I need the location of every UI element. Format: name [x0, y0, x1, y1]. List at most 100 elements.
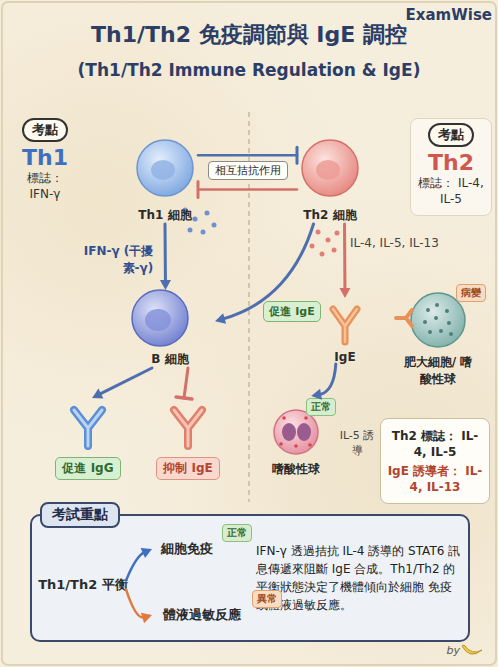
- mast-cell-part-part: [434, 316, 438, 320]
- cytokine-label: IL-4, IL-5, IL-13: [350, 236, 470, 250]
- igg-antibody: [74, 410, 102, 446]
- node-text: 抑制 IgE: [156, 457, 219, 480]
- mast-cell-part-part: [445, 309, 449, 313]
- connector: [215, 224, 314, 324]
- node-text: B 細胞: [151, 351, 188, 368]
- node-text: 促進 IgE: [263, 301, 320, 322]
- th2-cytokine-dots: [310, 230, 340, 257]
- inhibit-bar: [197, 182, 200, 198]
- th1-cell-node: Th1 細胞: [132, 138, 198, 224]
- node-text: Th2: [428, 151, 474, 175]
- th2-cytokine-dots-part: [320, 252, 325, 257]
- cell-immunity-label: 細胞免疫正常: [152, 538, 222, 560]
- eosinophil-cell: [274, 410, 318, 454]
- node-text: Th1/Th2 平衡: [38, 576, 128, 594]
- connector-line: [198, 188, 297, 191]
- connector-line: [198, 154, 297, 157]
- ifn-gamma-dots-part: [188, 228, 193, 233]
- eosinophil-cell-part-part: [279, 442, 283, 446]
- eosinophil-cell-part-part: [308, 443, 312, 447]
- ige-antibody-inhibited-part: [174, 410, 202, 446]
- node-text: 正常: [222, 524, 252, 542]
- eosinophil-cell-part: [274, 410, 318, 454]
- b-cell-part: [145, 309, 171, 331]
- th2-cell: [302, 140, 358, 196]
- subtitle: (Th1/Th2 Immune Regulation & IgE): [0, 60, 498, 80]
- ige-antibody-part: [333, 309, 357, 342]
- node-text: 肥大細胞/ 嗜酸性球: [402, 354, 474, 388]
- node-text: 考試重點: [40, 502, 120, 528]
- connector-line: [126, 552, 145, 580]
- connector-line: [184, 368, 188, 398]
- th1-cell-part: [137, 140, 193, 196]
- connector: [126, 589, 152, 623]
- node-text: IgE: [334, 350, 355, 364]
- node-text: 促進 IgG: [55, 457, 120, 480]
- node-text: 考點: [428, 123, 474, 147]
- th1-cell: [137, 140, 193, 196]
- eosinophil-cell-part-part: [294, 444, 298, 448]
- arrow-head: [339, 288, 350, 298]
- th2-cell-part: [316, 160, 340, 180]
- mast-cell-part-part: [423, 320, 427, 324]
- ifn-gamma-dots-part: [205, 211, 210, 216]
- arrow-head: [141, 548, 152, 558]
- ige-node: IgE: [322, 298, 368, 364]
- connector: [176, 368, 192, 399]
- igg-antibody-part: [74, 410, 102, 446]
- promote-ige-box: 促進 IgE: [262, 300, 322, 322]
- th2-cell-node: Th2 細胞: [297, 138, 363, 224]
- balance-label: Th1/Th2 平衡: [40, 574, 126, 596]
- connector-line: [343, 224, 346, 290]
- connector: [339, 224, 350, 298]
- th2-cytokine-dots-part: [326, 238, 331, 243]
- th2-cytokine-dots-part: [332, 248, 337, 253]
- node-text: 嗜酸性球: [272, 461, 320, 478]
- connector-line: [126, 589, 144, 617]
- node-text: 正常: [306, 398, 336, 416]
- node-text: 病變: [456, 284, 486, 302]
- igg-antibody-part: [74, 410, 102, 446]
- connector-line: [223, 224, 314, 319]
- ige-antibody-part: [333, 309, 357, 342]
- induction-note: IL-5 誘導: [336, 428, 378, 458]
- node-text: 考點: [22, 118, 68, 142]
- eosinophil-cell-part-part: [282, 416, 286, 420]
- connector: [160, 224, 171, 290]
- mast-cell-part-part: [426, 308, 430, 312]
- node-text: Th2 標誌： IL-4, IL-5: [387, 428, 483, 459]
- inhibit-ige-node: 抑制 IgE: [148, 398, 228, 480]
- exam-point-box: 考點Th2標誌： IL-4, IL-5: [410, 118, 492, 216]
- mast-cell-part: [396, 310, 412, 326]
- mast-cell-part-part: [439, 329, 443, 333]
- connector-line: [99, 368, 152, 394]
- promote-igg-node: 促進 IgG: [48, 398, 128, 480]
- ifn-gamma-dots-part: [201, 230, 206, 235]
- mast-cell-part: [423, 303, 453, 336]
- eosinophil-cell-part: [282, 423, 296, 441]
- th2-cell-part: [302, 140, 358, 196]
- connector: [198, 182, 297, 198]
- ifn-gamma-dots-part: [212, 223, 217, 228]
- connector: [311, 364, 336, 400]
- mast-cell-node: 病變肥大細胞/ 嗜酸性球: [390, 284, 486, 388]
- connector: [92, 368, 152, 398]
- mast-cell-part-part: [449, 332, 453, 336]
- arrow-head: [141, 613, 152, 623]
- ige-antibody: [333, 309, 357, 342]
- eosinophil-cell-part: [279, 416, 312, 448]
- arrow-head: [92, 389, 103, 399]
- node-text: IFN-γ 透過拮抗 IL-4 誘導的 STAT6 訊息傳遞來阻斷 IgE 合成…: [256, 542, 462, 614]
- connector: [126, 548, 152, 581]
- banana-icon-part: [462, 645, 482, 654]
- arrow-head: [311, 389, 322, 400]
- diagram-title: Th1/Th2 免疫調節與 IgE 調控: [0, 20, 498, 50]
- arrow-head: [160, 280, 171, 290]
- node-text: 細胞免疫: [161, 540, 213, 558]
- ige-antibody-inhibited-part: [174, 410, 202, 446]
- b-cell-node: B 細胞: [125, 290, 215, 368]
- arrow-head: [215, 313, 226, 324]
- mast-cell-part-part: [428, 330, 432, 334]
